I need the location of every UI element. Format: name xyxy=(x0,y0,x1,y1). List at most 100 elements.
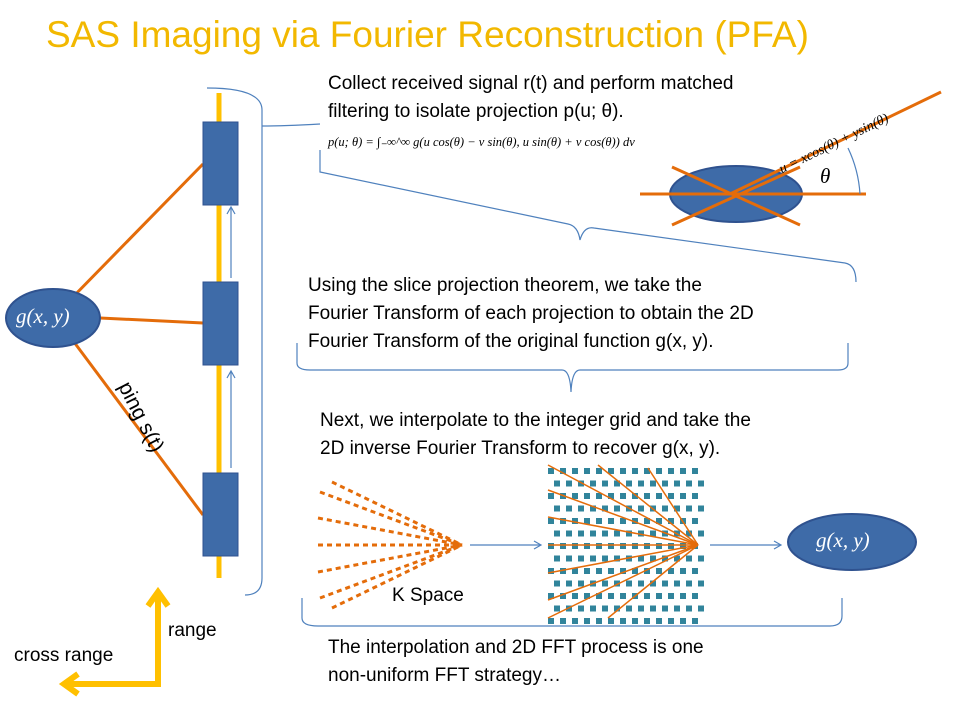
grid-dot xyxy=(578,555,584,562)
grid-dot xyxy=(644,618,650,624)
ping-position-1 xyxy=(202,121,239,206)
grid-dot xyxy=(548,518,554,524)
grid-dot xyxy=(572,593,578,599)
grid-dot xyxy=(596,568,602,574)
grid-dot xyxy=(662,605,668,612)
grid-dot xyxy=(674,580,680,587)
grid-dot xyxy=(620,468,626,474)
grid-dot xyxy=(608,518,614,524)
grid-dot xyxy=(656,468,662,474)
grid-dot xyxy=(632,518,638,524)
conclusion-line2: non-uniform FFT strategy… xyxy=(328,665,562,686)
grid-dot xyxy=(608,593,614,599)
grid-dot xyxy=(698,605,704,612)
grid-dot xyxy=(656,493,662,499)
grid-dot xyxy=(596,518,602,524)
grid-dot xyxy=(566,580,572,587)
grid-dot xyxy=(572,568,578,574)
grid-dot xyxy=(632,568,638,574)
conclusion-line1: The interpolation and 2D FFT process is … xyxy=(328,637,704,658)
grid-dot xyxy=(590,480,596,487)
grid-dot xyxy=(674,555,680,562)
grid-dot xyxy=(554,505,560,512)
grid-dot xyxy=(584,593,590,599)
grid-dot xyxy=(680,618,686,624)
grid-dot xyxy=(638,555,644,562)
grid-dot xyxy=(614,480,620,487)
grid-dot xyxy=(638,580,644,587)
grid-dot xyxy=(548,493,554,499)
step3-line1: Next, we interpolate to the integer grid… xyxy=(320,410,751,431)
grid-dot xyxy=(668,493,674,499)
grid-dot xyxy=(560,618,566,624)
brace-step1 xyxy=(319,150,857,283)
grid-dot xyxy=(638,530,644,537)
grid-dot xyxy=(680,468,686,474)
grid-dot xyxy=(578,505,584,512)
grid-dot xyxy=(578,605,584,612)
grid-dot xyxy=(686,605,692,612)
grid-dot xyxy=(632,543,638,549)
step2-line3: Fourier Transform of the original functi… xyxy=(308,331,714,352)
output-ellipse xyxy=(787,513,917,571)
grid-dot xyxy=(572,493,578,499)
grid-dot xyxy=(632,618,638,624)
grid-dot xyxy=(554,530,560,537)
grid-dot xyxy=(620,493,626,499)
brace-step2 xyxy=(296,343,849,393)
step2-line1: Using the slice projection theorem, we t… xyxy=(308,275,702,296)
interpolation-grid xyxy=(548,468,704,624)
grid-dot xyxy=(638,505,644,512)
grid-dot xyxy=(596,593,602,599)
grid-dot xyxy=(578,580,584,587)
brace-step3 xyxy=(301,598,843,627)
grid-dot xyxy=(572,468,578,474)
grid-dot xyxy=(602,480,608,487)
grid-dot xyxy=(644,593,650,599)
grid-dot xyxy=(644,568,650,574)
grid-dot xyxy=(650,555,656,562)
grid-dot xyxy=(584,518,590,524)
grid-dot xyxy=(656,593,662,599)
grid-dot xyxy=(608,618,614,624)
grid-dot xyxy=(596,543,602,549)
grid-dot xyxy=(548,618,554,624)
step3-line2: 2D inverse Fourier Transform to recover … xyxy=(320,438,721,459)
grid-dot xyxy=(614,505,620,512)
grid-dot xyxy=(680,593,686,599)
theta-label: θ xyxy=(820,164,831,188)
grid-dot xyxy=(554,580,560,587)
grid-dot xyxy=(644,468,650,474)
grid-dot xyxy=(608,543,614,549)
grid-dot xyxy=(626,530,632,537)
grid-dot xyxy=(644,543,650,549)
grid-dot xyxy=(614,530,620,537)
grid-dot xyxy=(572,518,578,524)
grid-dot xyxy=(614,605,620,612)
grid-dot xyxy=(662,580,668,587)
grid-dot xyxy=(668,543,674,549)
grid-dot xyxy=(680,568,686,574)
grid-dot xyxy=(698,580,704,587)
grid-dot xyxy=(584,468,590,474)
grid-dot xyxy=(548,543,554,549)
track-bracket xyxy=(206,87,263,596)
grid-dot xyxy=(662,480,668,487)
ping-rays xyxy=(66,162,205,516)
projection-equation: p(u; θ) = ∫₋∞^∞ g(u cos(θ) − v sin(θ), u… xyxy=(328,135,635,149)
grid-dot xyxy=(692,468,698,474)
grid-dot xyxy=(608,468,614,474)
kspace-label: K Space xyxy=(392,585,464,606)
grid-dot xyxy=(674,505,680,512)
target-label: g(x, y) xyxy=(16,304,70,328)
grid-dot xyxy=(692,618,698,624)
grid-dot xyxy=(674,605,680,612)
grid-dot xyxy=(560,468,566,474)
grid-dot xyxy=(644,493,650,499)
grid-dot xyxy=(638,480,644,487)
grid-dot xyxy=(566,555,572,562)
grid-dot xyxy=(590,555,596,562)
flow-arrows xyxy=(470,540,783,550)
grid-dot xyxy=(662,505,668,512)
grid-dot xyxy=(584,543,590,549)
